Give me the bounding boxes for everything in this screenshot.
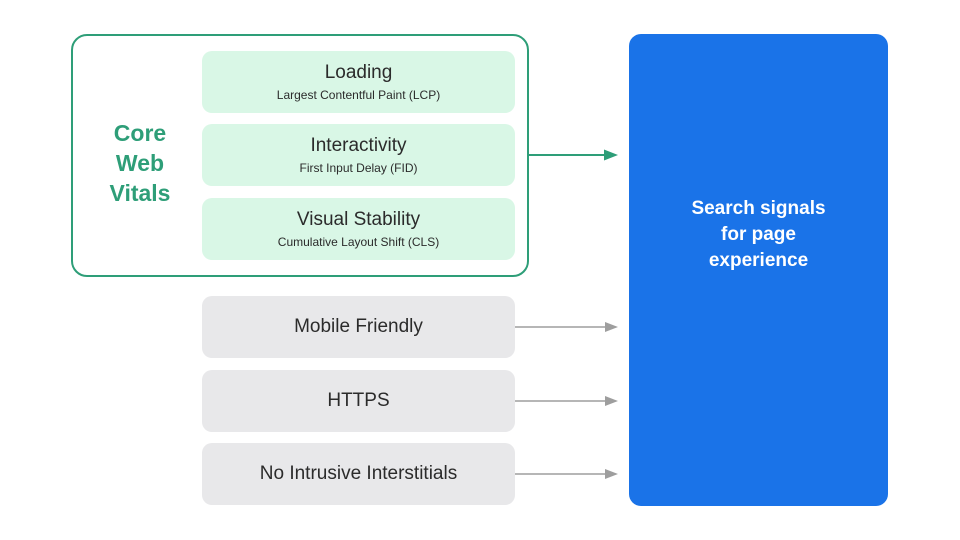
signal-https: HTTPS [202, 370, 515, 432]
cwv-arrow [529, 149, 618, 161]
https-arrow [515, 396, 618, 406]
page-experience-box: Search signals for page experience [629, 34, 888, 506]
metric-loading-name: Loading [324, 62, 393, 83]
core-web-vitals-label: Core Web Vitals [95, 118, 185, 208]
metric-interactivity-name: Interactivity [310, 135, 407, 156]
page-experience-line-3: experience [708, 250, 809, 271]
cwv-label-line-1: Core [113, 120, 167, 146]
cwv-label-line-2: Web [115, 150, 165, 176]
page-experience-line-2: for page [721, 224, 796, 245]
metric-interactivity: Interactivity First Input Delay (FID) [202, 124, 515, 186]
metric-visual-stability-detail: Cumulative Layout Shift (CLS) [277, 235, 440, 249]
metric-loading-detail: Largest Contentful Paint (LCP) [276, 88, 441, 102]
metric-visual-stability: Visual Stability Cumulative Layout Shift… [202, 198, 515, 260]
metric-interactivity-detail: First Input Delay (FID) [299, 161, 418, 175]
metric-visual-stability-name: Visual Stability [296, 209, 421, 230]
page-experience-label: Search signals for page experience [679, 196, 839, 274]
signal-no-intrusive-interstitials: No Intrusive Interstitials [202, 443, 515, 505]
metric-loading: Loading Largest Contentful Paint (LCP) [202, 51, 515, 113]
core-web-vitals-group [71, 34, 529, 277]
cwv-label-line-3: Vitals [109, 180, 171, 206]
page-experience-line-1: Search signals [691, 198, 826, 219]
mobile-friendly-arrow [515, 322, 618, 332]
interstitials-arrow [515, 469, 618, 479]
signal-mobile-friendly: Mobile Friendly [202, 296, 515, 358]
